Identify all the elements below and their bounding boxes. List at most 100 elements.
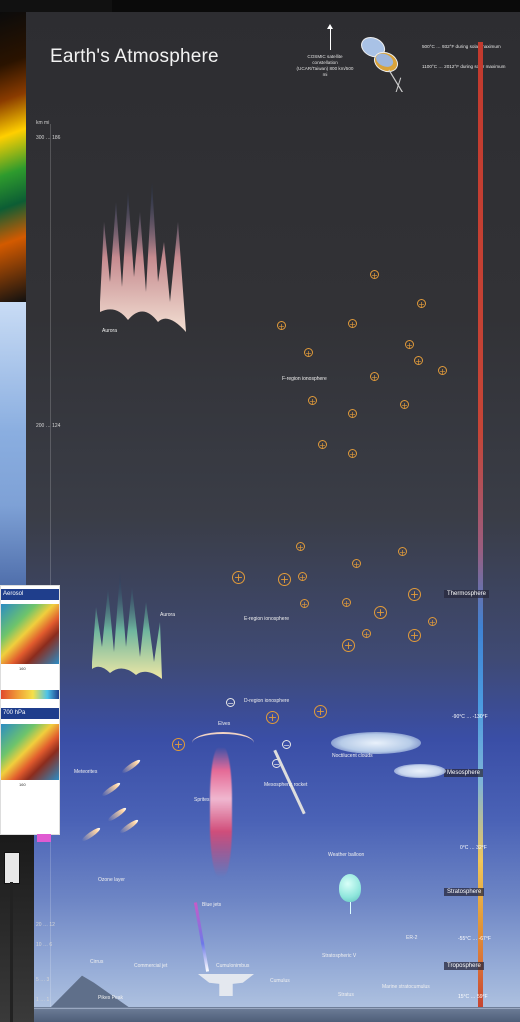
label-pikes-peak: Pikes Peak bbox=[98, 995, 124, 1001]
label-aurora-upper: Aurora bbox=[102, 328, 118, 334]
aurora-lower-illustration bbox=[92, 572, 162, 679]
ion-plus-icon: + bbox=[414, 356, 423, 366]
ion-plus-icon: + bbox=[438, 366, 447, 376]
label-stratus: Stratus bbox=[338, 992, 354, 998]
map-legend-swatch bbox=[37, 834, 51, 842]
temp-note-solar-max-2: 1100°C … 2012°F during solar maximum bbox=[422, 64, 506, 69]
label-er2: ER-2 bbox=[406, 935, 418, 941]
map-colorbar bbox=[1, 690, 59, 699]
label-weather-balloon: Weather balloon bbox=[328, 852, 365, 858]
label-ozone: Ozone layer bbox=[98, 877, 125, 883]
ion-minus-icon: − bbox=[282, 740, 291, 750]
scale-mark-1: 1 … 1 bbox=[36, 997, 50, 1003]
ion-plus-icon: + bbox=[398, 547, 407, 557]
ion-plus-icon: + bbox=[266, 711, 279, 724]
meteor-illustration bbox=[118, 818, 140, 835]
label-meteorites: Meteorites bbox=[74, 769, 98, 775]
aurora-upper-illustration bbox=[100, 182, 186, 332]
layer-mesosphere: Mesosphere bbox=[444, 769, 484, 777]
ion-plus-icon: + bbox=[400, 400, 409, 410]
ion-plus-icon: + bbox=[374, 606, 387, 619]
ion-plus-icon: + bbox=[405, 340, 414, 350]
weather-balloon-string bbox=[350, 902, 351, 914]
label-f-region: F-region ionosphere bbox=[282, 376, 327, 382]
ion-plus-icon: + bbox=[408, 629, 421, 642]
ion-plus-icon: + bbox=[314, 705, 327, 718]
layer-thermosphere: Thermosphere bbox=[444, 590, 490, 598]
temp-note-solar-max: 500°C … 932°F during solar maximum bbox=[422, 44, 501, 49]
label-cumulonimbus: Cumulonimbus bbox=[216, 963, 250, 969]
ion-plus-icon: + bbox=[278, 573, 291, 586]
satellite-icon bbox=[361, 37, 405, 92]
label-marine: Marine stratocumulus bbox=[382, 984, 430, 990]
ion-plus-icon: + bbox=[172, 738, 185, 751]
street-pole bbox=[10, 882, 13, 1022]
atmosphere-poster: Earth's Atmosphere km mi 300 … 186 200 …… bbox=[26, 12, 520, 1022]
label-jet: Commercial jet bbox=[134, 963, 168, 969]
label-stratospheric-v: Stratospheric V bbox=[322, 953, 357, 959]
layer-troposphere: Troposphere bbox=[444, 962, 484, 970]
ion-plus-icon: + bbox=[370, 372, 379, 382]
cumulonimbus-illustration bbox=[198, 974, 254, 996]
label-aurora-lower: Aurora bbox=[160, 612, 176, 618]
weather-balloon-illustration bbox=[339, 874, 361, 902]
noctilucent-cloud-illustration-2 bbox=[394, 764, 446, 778]
ion-plus-icon: + bbox=[428, 617, 437, 627]
ion-plus-icon: + bbox=[232, 571, 245, 584]
temp-surface: 15°C … 59°F bbox=[458, 994, 488, 1000]
temp-mesopause: -90°C … -130°F bbox=[452, 714, 488, 720]
scale-mark-20: 20 … 12 bbox=[36, 922, 55, 928]
ion-plus-icon: + bbox=[296, 542, 305, 552]
ion-plus-icon: + bbox=[300, 599, 309, 609]
scale-mark-5: 5 … 3 bbox=[36, 977, 50, 983]
ion-plus-icon: + bbox=[417, 299, 426, 309]
left-blue-panel bbox=[0, 302, 26, 592]
label-elves: Elves bbox=[218, 721, 231, 727]
map-title-1: Aerosol bbox=[1, 589, 59, 600]
meteor-illustration bbox=[106, 806, 128, 823]
map-title-2: 700 hPa bbox=[1, 708, 59, 719]
temp-tropopause: -55°C … -67°F bbox=[458, 936, 491, 942]
label-sprites: Sprites bbox=[194, 797, 210, 803]
scale-mark-10: 10 … 6 bbox=[36, 942, 53, 948]
ion-plus-icon: + bbox=[318, 440, 327, 450]
layer-stratosphere: Stratosphere bbox=[444, 888, 485, 896]
ion-plus-icon: + bbox=[408, 588, 421, 601]
mountain-illustration bbox=[50, 975, 130, 1008]
up-arrow-icon bbox=[327, 24, 333, 50]
map-axis-1: 160 bbox=[19, 666, 26, 671]
ion-minus-icon: − bbox=[226, 698, 235, 708]
ion-plus-icon: + bbox=[342, 639, 355, 652]
map-overlay-panel: Aerosol 160 700 hPa 160 bbox=[0, 585, 60, 842]
left-top-strip bbox=[0, 0, 112, 12]
meteor-illustration bbox=[80, 826, 102, 843]
street-sign bbox=[4, 852, 20, 884]
map-image-1 bbox=[1, 604, 59, 664]
ion-plus-icon: + bbox=[352, 559, 361, 569]
ion-plus-icon: + bbox=[348, 319, 357, 329]
ground bbox=[26, 1007, 520, 1022]
ion-plus-icon: + bbox=[304, 348, 313, 358]
map-image-2 bbox=[1, 724, 59, 780]
label-cirrus: Cirrus bbox=[90, 959, 104, 965]
ion-plus-icon: + bbox=[348, 409, 357, 419]
noctilucent-cloud-illustration bbox=[331, 732, 421, 754]
meteor-illustration bbox=[100, 781, 122, 798]
label-blue-jets: Blue jets bbox=[202, 902, 222, 908]
ion-plus-icon: + bbox=[342, 598, 351, 608]
meteor-illustration bbox=[120, 758, 142, 775]
ground-line bbox=[26, 1008, 520, 1009]
ion-plus-icon: + bbox=[277, 321, 286, 331]
label-e-region: E-region ionosphere bbox=[244, 616, 290, 622]
label-cumulus: Cumulus bbox=[270, 978, 290, 984]
poster-title: Earth's Atmosphere bbox=[50, 46, 219, 67]
label-rocket: Mesospheric rocket bbox=[264, 782, 308, 788]
ion-plus-icon: + bbox=[298, 572, 307, 582]
ion-plus-icon: + bbox=[348, 449, 357, 459]
map-axis-2: 160 bbox=[19, 782, 26, 787]
scale-header: km mi bbox=[36, 120, 50, 126]
sprites-illustration bbox=[210, 747, 232, 877]
altitude-scale-line bbox=[50, 124, 51, 1010]
label-noctilucent: Noctilucent clouds bbox=[332, 753, 373, 759]
